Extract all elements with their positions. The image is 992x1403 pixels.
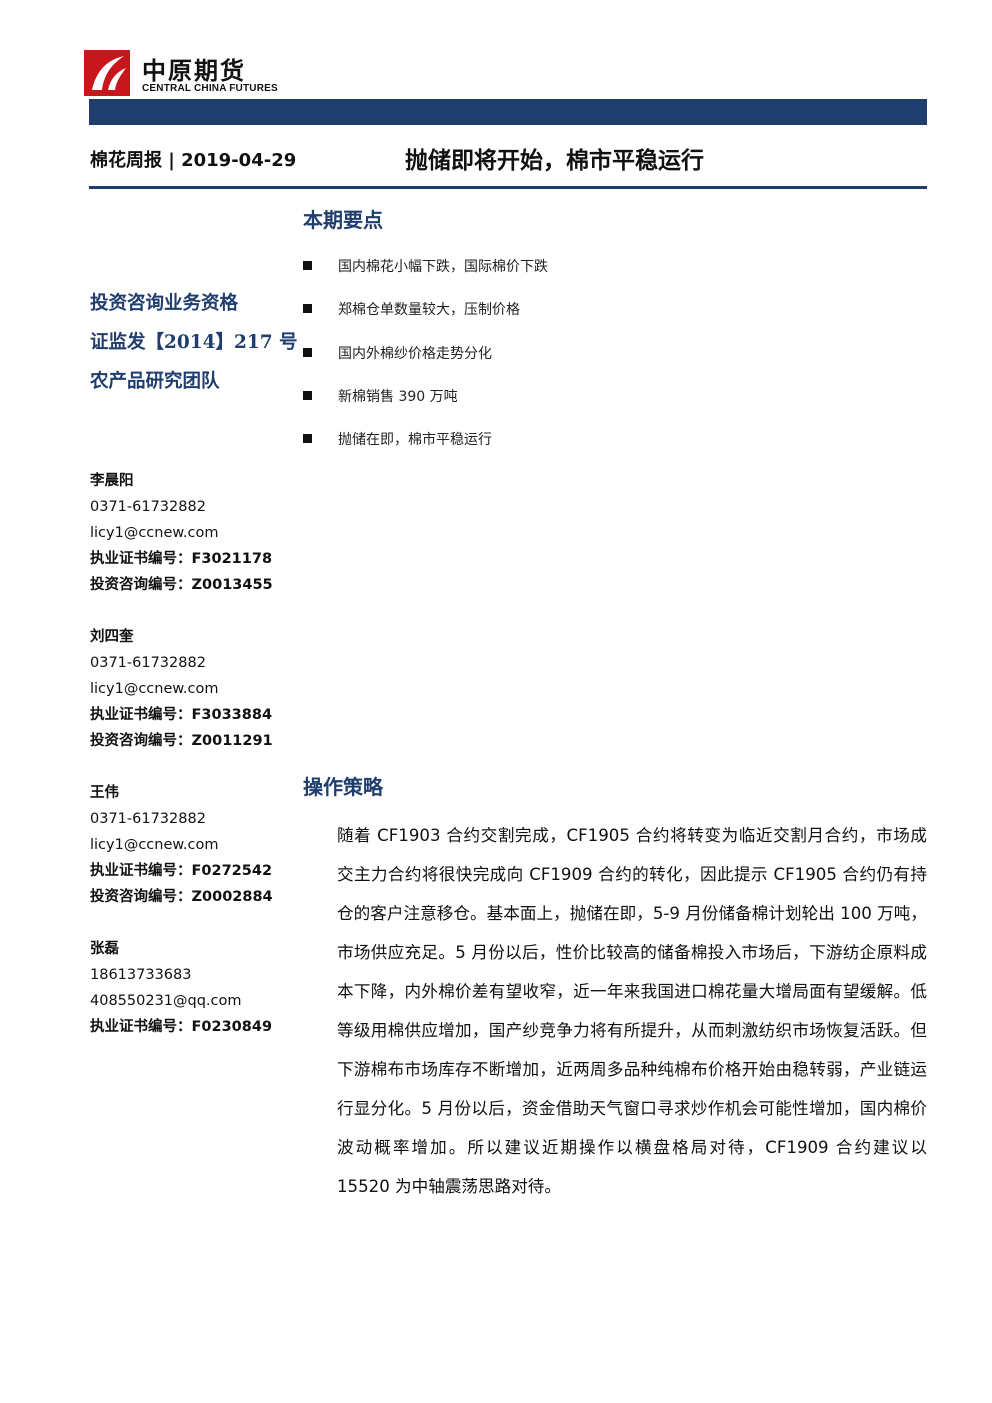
report-type-date: 棉花周报 | 2019-04-29 [90,150,297,171]
analyst-phone: 0371-61732882 [90,811,206,827]
list-item: 抛储在即，棉市平稳运行 [303,429,548,472]
logo-mark-icon [84,50,130,96]
analyst-cert: 执业证书编号：F0230849 [90,1019,273,1035]
key-point-text: 国内外棉纱价格走势分化 [338,345,492,362]
qualification-line: 投资咨询业务资格 [90,293,239,314]
analyst-email[interactable]: licy1@ccnew.com [90,837,219,853]
key-points-list: 国内棉花小幅下跌，国际棉价下跌 郑棉仓单数量较大，压制价格 国内外棉纱价格走势分… [303,256,548,472]
square-bullet-icon [303,304,312,314]
strategy-body: 随着 CF1903 合约交割完成，CF1905 合约将转变为临近交割月合约，市场… [337,826,927,1196]
square-bullet-icon [303,347,312,357]
analyst-cert: 执业证书编号：F0272542 [90,863,273,879]
analyst-email[interactable]: licy1@ccnew.com [90,525,219,541]
analyst-consult: 投资咨询编号：Z0002884 [90,889,273,905]
key-points-heading: 本期要点 [303,208,383,232]
analyst-card: 王伟 0371-61732882 licy1@ccnew.com 执业证书编号：… [90,780,273,910]
analyst-cert: 执业证书编号：F3021178 [90,551,273,567]
analyst-name: 李晨阳 [90,473,134,489]
strategy-heading: 操作策略 [303,775,383,799]
analyst-card: 张磊 18613733683 408550231@qq.com 执业证书编号：F… [90,936,273,1040]
list-item: 国内棉花小幅下跌，国际棉价下跌 [303,256,548,299]
analyst-consult: 投资咨询编号：Z0013455 [90,577,273,593]
analyst-card: 刘四奎 0371-61732882 licy1@ccnew.com 执业证书编号… [90,624,273,754]
company-logo: 中原期货 CENTRAL CHINA FUTURES [84,50,284,98]
logo-chinese-name: 中原期货 [142,56,246,85]
team-name: 农产品研究团队 [90,371,220,392]
header-divider [89,186,927,189]
analyst-email[interactable]: licy1@ccnew.com [90,681,219,697]
key-point-text: 国内棉花小幅下跌，国际棉价下跌 [338,259,548,275]
key-point-text: 抛储在即，棉市平稳运行 [338,432,492,449]
qualification-block: 投资咨询业务资格 证监发【2014】217 号 农产品研究团队 [90,284,298,401]
license-number: 证监发【2014】217 号 [90,332,298,353]
analyst-cert: 执业证书编号：F3033884 [90,707,273,723]
analyst-phone: 18613733683 [90,967,192,983]
header-band [89,99,927,125]
analyst-name: 王伟 [90,785,119,801]
analyst-phone: 0371-61732882 [90,655,206,671]
square-bullet-icon [303,390,312,400]
analyst-phone: 0371-61732882 [90,499,206,515]
square-bullet-icon [303,434,312,444]
analyst-card: 李晨阳 0371-61732882 licy1@ccnew.com 执业证书编号… [90,468,273,598]
list-item: 郑棉仓单数量较大，压制价格 [303,299,548,342]
key-point-text: 郑棉仓单数量较大，压制价格 [338,302,520,319]
analyst-name: 张磊 [90,941,119,957]
key-point-text: 新棉销售 390 万吨 [338,388,458,405]
list-item: 国内外棉纱价格走势分化 [303,343,548,386]
analyst-email[interactable]: 408550231@qq.com [90,993,242,1009]
report-title: 抛储即将开始，棉市平稳运行 [405,147,704,174]
analyst-consult: 投资咨询编号：Z0011291 [90,733,273,749]
logo-english-name: CENTRAL CHINA FUTURES [142,83,278,94]
list-item: 新棉销售 390 万吨 [303,386,548,429]
analyst-list: 李晨阳 0371-61732882 licy1@ccnew.com 执业证书编号… [90,468,273,1066]
analyst-name: 刘四奎 [90,629,134,645]
square-bullet-icon [303,261,312,270]
